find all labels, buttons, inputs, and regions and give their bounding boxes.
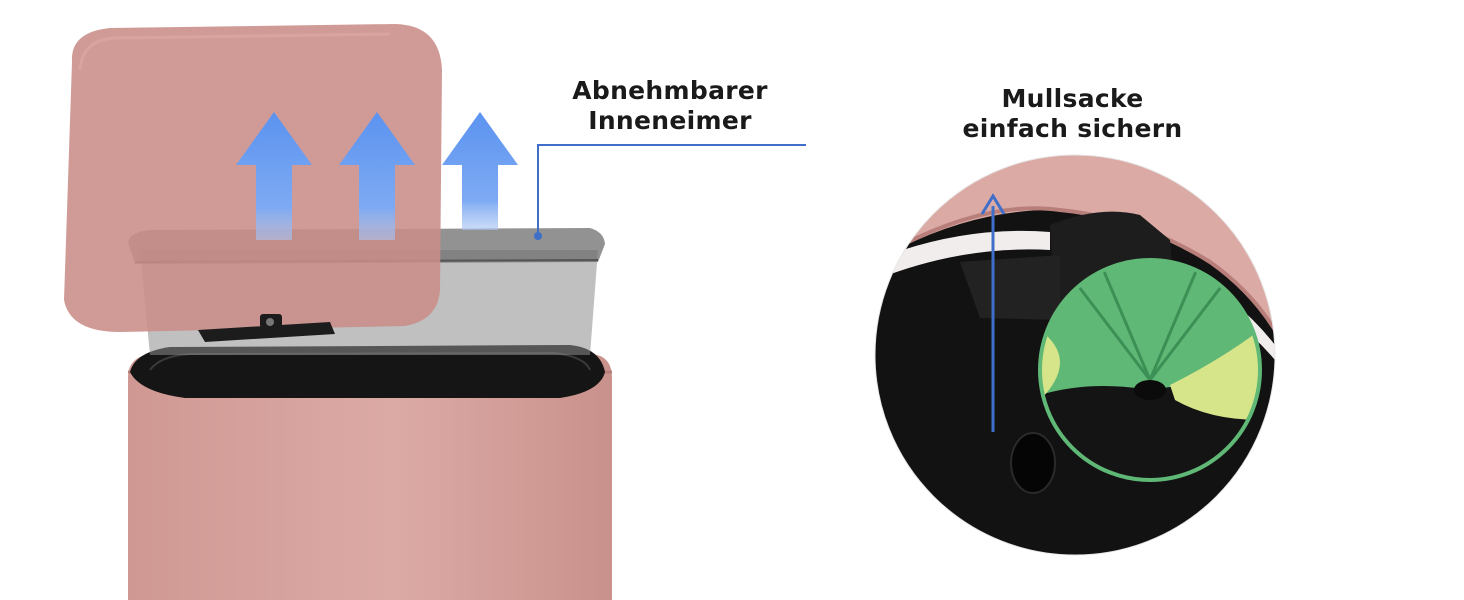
up-arrow-icon (339, 112, 415, 240)
bag-clip-callout: Mullsacke einfach sichern (935, 84, 1210, 144)
bag-clip-callout-line2: einfach sichern (962, 114, 1183, 143)
up-arrow-icon (980, 193, 1006, 432)
inner-bucket-callout: Abnehmbarer Inneneimer (540, 76, 800, 136)
bag-detail (1038, 258, 1262, 482)
lid-hinge (198, 314, 335, 342)
inner-bucket-callout-line2: Inneneimer (588, 106, 752, 135)
inner-bucket-callout-line1: Abnehmbarer (572, 76, 768, 105)
zoom-border (874, 154, 1276, 556)
up-arrow-icon (236, 112, 312, 240)
bag-clip-callout-line1: Mullsacke (1001, 84, 1144, 113)
bin-lid (64, 24, 442, 332)
callout-line (534, 144, 806, 240)
up-arrow-icon (442, 112, 518, 230)
